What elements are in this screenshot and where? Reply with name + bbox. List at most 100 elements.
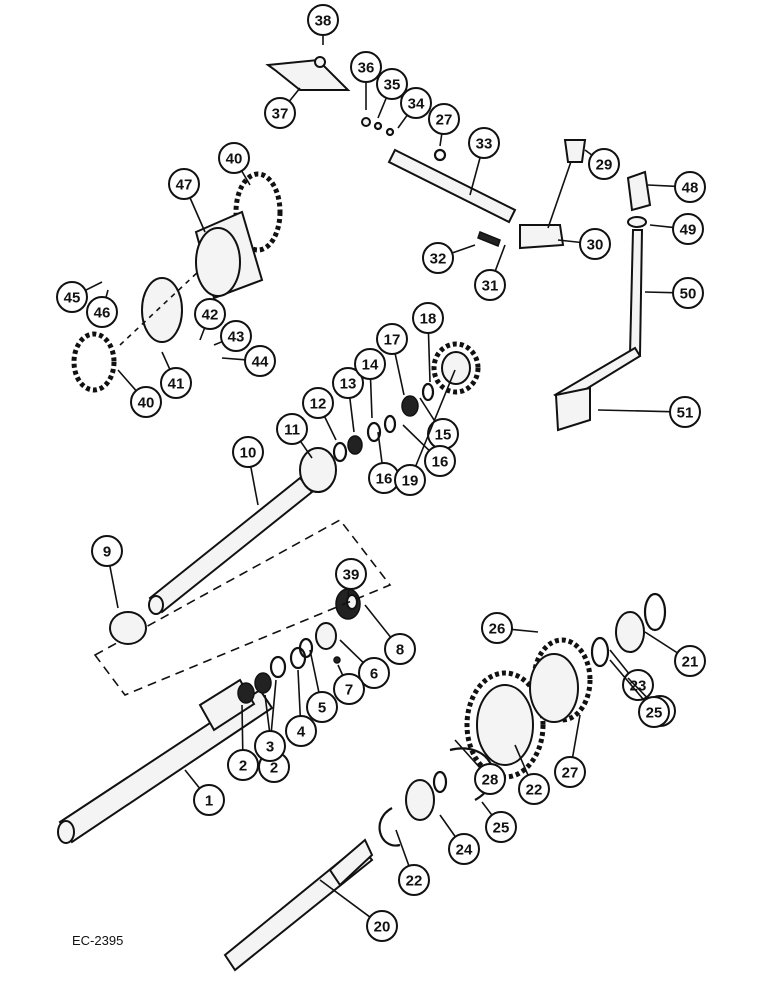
leader-line [270,679,277,732]
leader-line [397,114,408,129]
callout-circle [86,296,118,328]
leader-line [419,397,436,422]
callout-number: 10 [240,445,257,462]
leader-line [337,664,344,676]
callout-23: 23 [609,649,654,701]
callout-36: 36 [350,51,382,110]
shift-rail [265,56,517,224]
callout-circle [354,348,386,380]
callout-number: 8 [396,642,404,659]
callout-number: 24 [456,842,473,859]
callout-number: 44 [252,354,269,371]
figure-code: EC-2395 [72,933,123,948]
callout-16: 16 [402,424,456,477]
callout-circle [672,213,704,245]
callout-number: 45 [64,290,81,307]
callout-circle [412,302,444,334]
leader-line [189,197,206,233]
leader-line [105,289,109,298]
leader-line [584,149,593,156]
leader-line [469,157,481,196]
leader-line [319,879,371,918]
callout-34: 34 [397,87,432,129]
callout-40: 40 [117,369,162,418]
callout-circle [424,445,456,477]
callout-43: 43 [213,320,252,352]
callout-circle [588,148,620,180]
callout-number: 28 [482,772,499,789]
callout-11: 11 [276,413,313,459]
callout-42: 42 [194,298,226,341]
callout-number: 23 [630,678,647,695]
upper-shaft [148,476,314,615]
callout-14: 14 [354,348,386,419]
leader-line [339,639,364,664]
leader-line [309,649,320,693]
callout-49: 49 [649,213,704,245]
callout-circle [350,51,382,83]
callout-circle [669,396,701,428]
callout-circle [227,749,259,781]
callout-44: 44 [221,345,276,377]
callout-2: 2 [227,704,259,781]
callout-number: 39 [343,567,360,584]
leader-line [85,281,103,292]
callout-circle [194,298,226,330]
callout-number: 16 [376,471,393,488]
callout-number: 13 [340,376,357,393]
leader-line [369,378,373,419]
leader-line [299,440,313,459]
callout-22: 22 [514,744,550,805]
callout-number: 40 [138,395,155,412]
callout-16: 16 [368,431,400,494]
callout-number: 35 [384,77,401,94]
leader-line [609,649,630,674]
callout-5: 5 [306,649,338,723]
callout-29: 29 [584,148,620,180]
leader-line [377,97,388,119]
callout-26: 26 [481,612,539,644]
hub-and-washers [299,382,435,493]
callout-circle [218,142,250,174]
callout-number: 4 [297,724,306,741]
callout-46: 46 [86,289,118,328]
callout-17: 17 [376,323,408,396]
callout-number: 2 [270,760,278,777]
callout-18: 18 [412,302,444,383]
callout-number: 2 [239,758,247,775]
leader-line [395,829,410,867]
callout-45: 45 [56,281,103,313]
leader-line [221,357,246,361]
callout-number: 29 [596,157,613,174]
leader-line [184,769,201,789]
leader-line [414,369,456,467]
leader-line [454,739,481,769]
leader-line [557,239,581,244]
callout-4: 4 [285,669,317,747]
leader-line [402,424,430,452]
leader-line [427,332,431,383]
callout-number: 41 [168,376,185,393]
callout-9: 9 [91,535,123,609]
callout-12: 12 [302,387,337,441]
callout-number: 15 [435,427,452,444]
synchronizer [71,171,283,393]
callout-20: 20 [319,879,398,942]
callout-number: 17 [384,332,401,349]
leader-line [451,244,476,254]
callout-circle [232,436,264,468]
leader-line [241,704,244,751]
callout-number: 9 [103,544,111,561]
callout-circle [474,763,506,795]
leader-line [249,466,259,506]
small-bearings [237,622,341,704]
leader-line [644,631,678,654]
callout-number: 7 [345,682,353,699]
leader-line [609,659,645,702]
leader-line [213,340,223,346]
callout-circle [518,773,550,805]
leader-line [647,184,676,188]
callout-circle [254,730,286,762]
callout-number: 16 [432,454,449,471]
callout-51: 51 [597,396,701,428]
